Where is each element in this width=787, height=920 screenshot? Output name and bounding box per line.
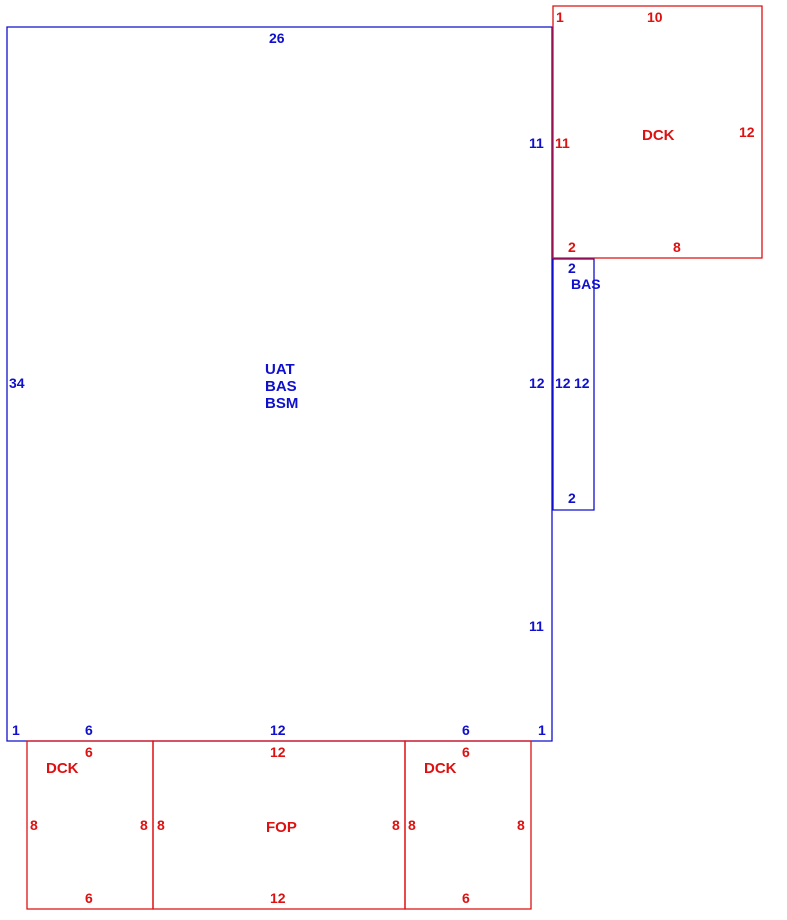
bay-label: BAS <box>571 276 601 292</box>
deck-bottom-left-dim-top: 6 <box>85 744 93 760</box>
deck-bottom-right-dim-left: 8 <box>408 817 416 833</box>
bay-dim-left: 12 <box>555 375 571 391</box>
deck-top-right: DCK 1 10 11 12 2 8 <box>552 5 763 259</box>
deck-bottom-right-label: DCK <box>424 760 457 777</box>
main-dim-right-lower: 11 <box>529 618 544 634</box>
main-dim-bottom-right-end: 1 <box>538 722 546 738</box>
main-dim-bottom-left-end: 1 <box>12 722 20 738</box>
main-area-label-2: BAS <box>265 378 297 395</box>
deck-top-right-dim-corner: 1 <box>556 9 564 25</box>
deck-bottom-right: DCK 6 8 8 6 <box>404 740 532 910</box>
main-area: UAT BAS BSM 26 34 11 12 11 1 6 12 6 1 <box>6 26 553 742</box>
deck-bottom-right-dim-top: 6 <box>462 744 470 760</box>
deck-bottom-right-outline <box>404 740 532 910</box>
porch-dim-top: 12 <box>270 744 286 760</box>
porch-dim-left: 8 <box>157 817 165 833</box>
deck-bottom-right-dim-right: 8 <box>517 817 525 833</box>
deck-bottom-left-dim-left: 8 <box>30 817 38 833</box>
deck-top-right-dim-top: 10 <box>647 9 663 25</box>
main-dim-bottom-center: 12 <box>270 722 286 738</box>
main-dim-left: 34 <box>9 375 25 391</box>
deck-bottom-right-dim-bottom: 6 <box>462 890 470 906</box>
bay-dim-top: 2 <box>568 260 576 276</box>
porch-dim-bottom: 12 <box>270 890 286 906</box>
main-dim-top: 26 <box>269 30 285 46</box>
main-dim-bottom-left: 6 <box>85 722 93 738</box>
main-area-outline <box>6 26 553 742</box>
bay-dim-right: 12 <box>574 375 590 391</box>
main-dim-bottom-right: 6 <box>462 722 470 738</box>
bay: BAS 2 12 12 2 <box>552 258 601 511</box>
porch-label: FOP <box>266 819 297 836</box>
bay-outline <box>552 258 595 511</box>
deck-top-right-outline <box>552 5 763 259</box>
main-dim-right-upper: 11 <box>529 135 544 151</box>
deck-bottom-left-dim-bottom: 6 <box>85 890 93 906</box>
main-area-label-3: BSM <box>265 395 298 412</box>
deck-top-right-dim-bottom-left: 2 <box>568 239 576 255</box>
main-area-label-1: UAT <box>265 361 295 378</box>
porch: FOP 12 8 8 12 <box>152 740 406 910</box>
deck-top-right-dim-right: 12 <box>739 124 755 140</box>
bay-dim-bottom: 2 <box>568 490 576 506</box>
porch-dim-right: 8 <box>392 817 400 833</box>
deck-bottom-left-label: DCK <box>46 760 79 777</box>
deck-top-right-dim-left: 11 <box>555 135 570 151</box>
deck-bottom-left-dim-right: 8 <box>140 817 148 833</box>
deck-top-right-label: DCK <box>642 127 675 144</box>
deck-bottom-left: DCK 6 8 8 6 <box>26 740 154 910</box>
deck-top-right-dim-bottom: 8 <box>673 239 681 255</box>
main-dim-right-middle: 12 <box>529 375 545 391</box>
